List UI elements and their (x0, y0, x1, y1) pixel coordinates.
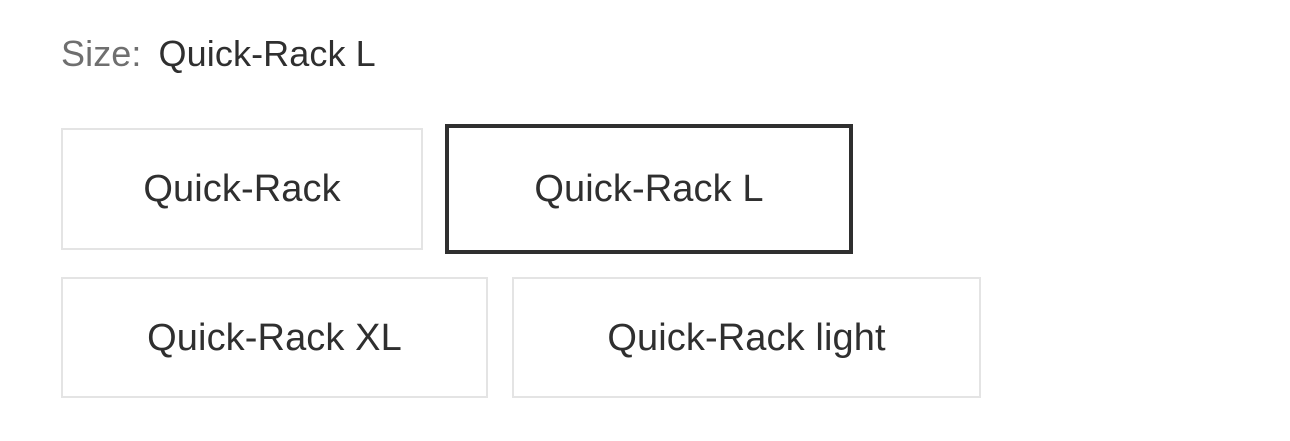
size-option-label: Quick-Rack L (534, 168, 764, 210)
current-selection: Size: Quick-Rack L (61, 36, 376, 72)
size-option-quick-rack-l[interactable]: Quick-Rack L (445, 124, 853, 254)
size-option-label: Quick-Rack light (607, 316, 886, 359)
size-option-quick-rack-light[interactable]: Quick-Rack light (512, 277, 981, 398)
size-label: Size: (61, 33, 142, 74)
selected-size-value: Quick-Rack L (158, 33, 376, 74)
size-option-quick-rack-xl[interactable]: Quick-Rack XL (61, 277, 488, 398)
size-option-quick-rack[interactable]: Quick-Rack (61, 128, 423, 250)
size-option-label: Quick-Rack XL (147, 316, 402, 359)
size-option-label: Quick-Rack (143, 168, 341, 210)
